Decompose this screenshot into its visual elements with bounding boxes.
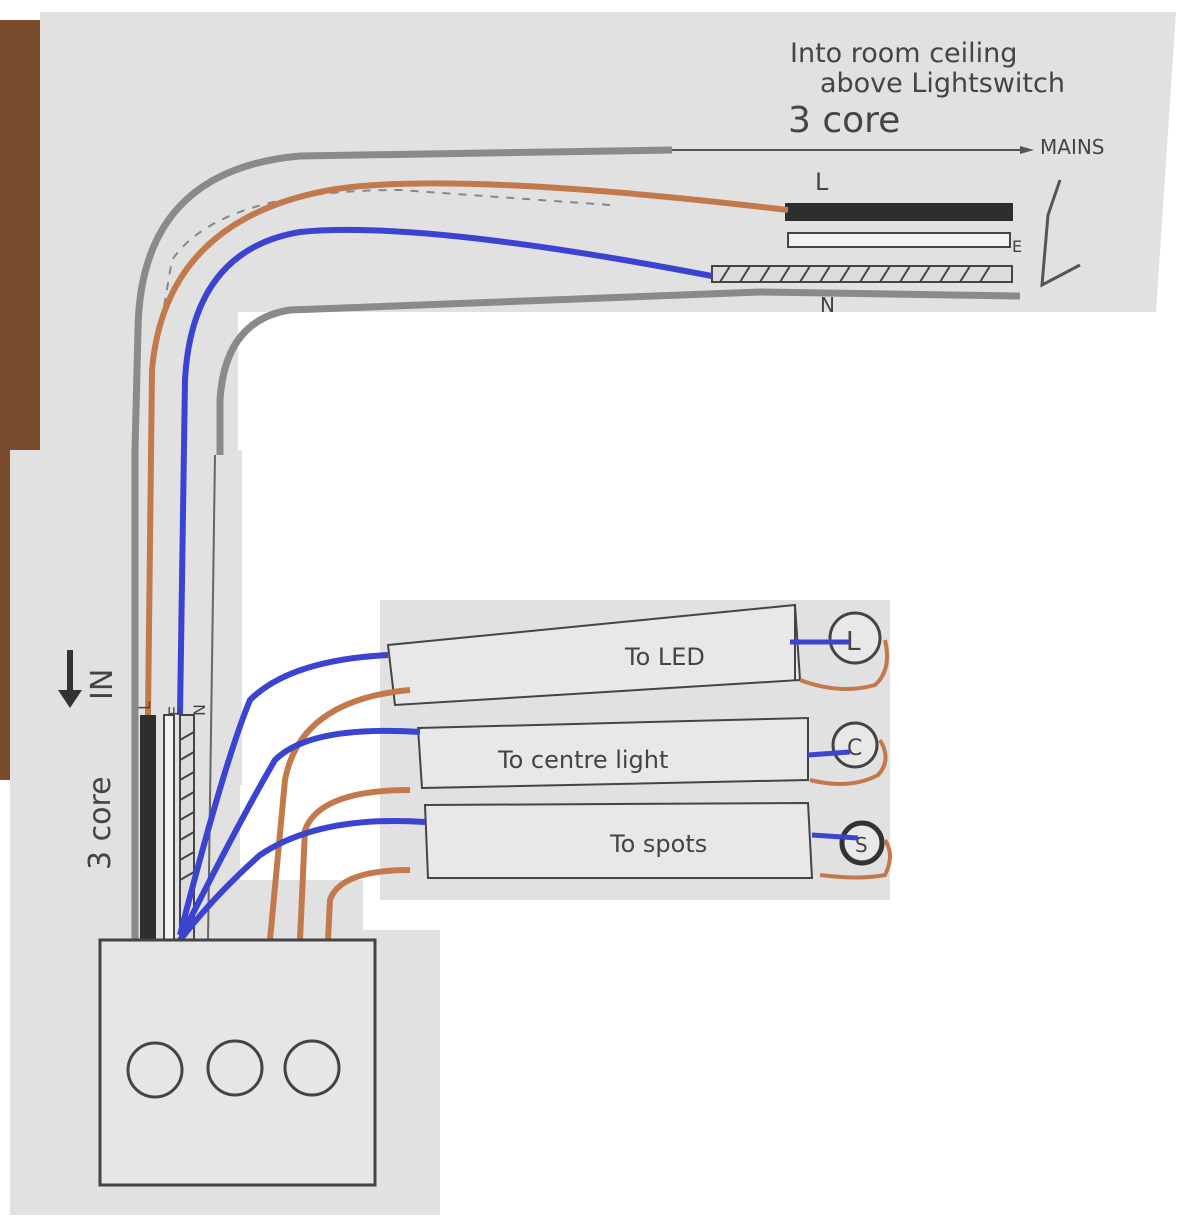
earth-label: E — [1012, 237, 1022, 256]
cable-spots-sheath — [423, 801, 814, 879]
cable-spots: To spots S — [423, 801, 885, 879]
cable-centre-sheath — [416, 716, 809, 790]
cable-centre-lamp — [831, 721, 879, 769]
earth-vertical — [163, 714, 175, 944]
in-label: IN — [85, 669, 120, 700]
title-line-1: Into room ceiling — [790, 38, 1017, 69]
neutral-label: N — [820, 293, 835, 317]
lamp-live-links — [799, 639, 892, 880]
in-arrow-head — [58, 690, 82, 708]
neutral-loops — [177, 652, 426, 942]
switched-lives — [267, 687, 411, 941]
neutral-wire-in — [177, 226, 713, 716]
title-line-2: above Lightswitch — [820, 68, 1065, 99]
cable-led-terminal: L — [846, 627, 861, 657]
wire-e-label: E — [165, 706, 184, 716]
wire-n-label: N — [190, 704, 209, 716]
cable-spots-terminal: S — [855, 833, 868, 857]
sheath-inner — [216, 288, 1021, 455]
wire-l-label: L — [135, 701, 154, 710]
neutral-hatching — [719, 265, 991, 283]
live-conductor — [785, 203, 1013, 221]
neutral-vertical-hatching — [179, 731, 195, 881]
cable-led-label: To LED — [624, 643, 705, 671]
switch-button-1[interactable] — [126, 1041, 184, 1099]
cable-led-lamp — [828, 611, 882, 665]
side-cable-label: 3 core — [83, 776, 118, 870]
lamp-neutral-links — [790, 639, 859, 841]
top-cable-label: 3 core — [788, 100, 900, 141]
paper-left — [10, 450, 242, 785]
cable-spots-label: To spots — [609, 830, 707, 858]
sheath-outer — [131, 146, 673, 940]
mains-label: MAINS — [1040, 135, 1105, 159]
cable-centre-terminal: C — [847, 736, 862, 761]
cable-centre: To centre light C — [416, 716, 879, 790]
switch-button-2[interactable] — [206, 1039, 264, 1097]
live-vertical — [140, 715, 156, 943]
mains-arrow-head — [1020, 146, 1034, 154]
earth-conductor — [787, 232, 1011, 248]
bracket-mark — [1040, 179, 1081, 288]
live-label: L — [815, 168, 829, 196]
cable-led: To LED L — [386, 603, 882, 707]
switch-button-3[interactable] — [283, 1039, 341, 1097]
cable-spots-lamp — [839, 820, 885, 866]
sheath-inner-lower — [207, 454, 216, 941]
switch-box — [98, 938, 377, 1187]
earth-dashed — [159, 188, 611, 331]
paper-top — [40, 12, 1176, 455]
cable-centre-label: To centre light — [497, 746, 668, 774]
live-wire-in — [145, 180, 789, 716]
